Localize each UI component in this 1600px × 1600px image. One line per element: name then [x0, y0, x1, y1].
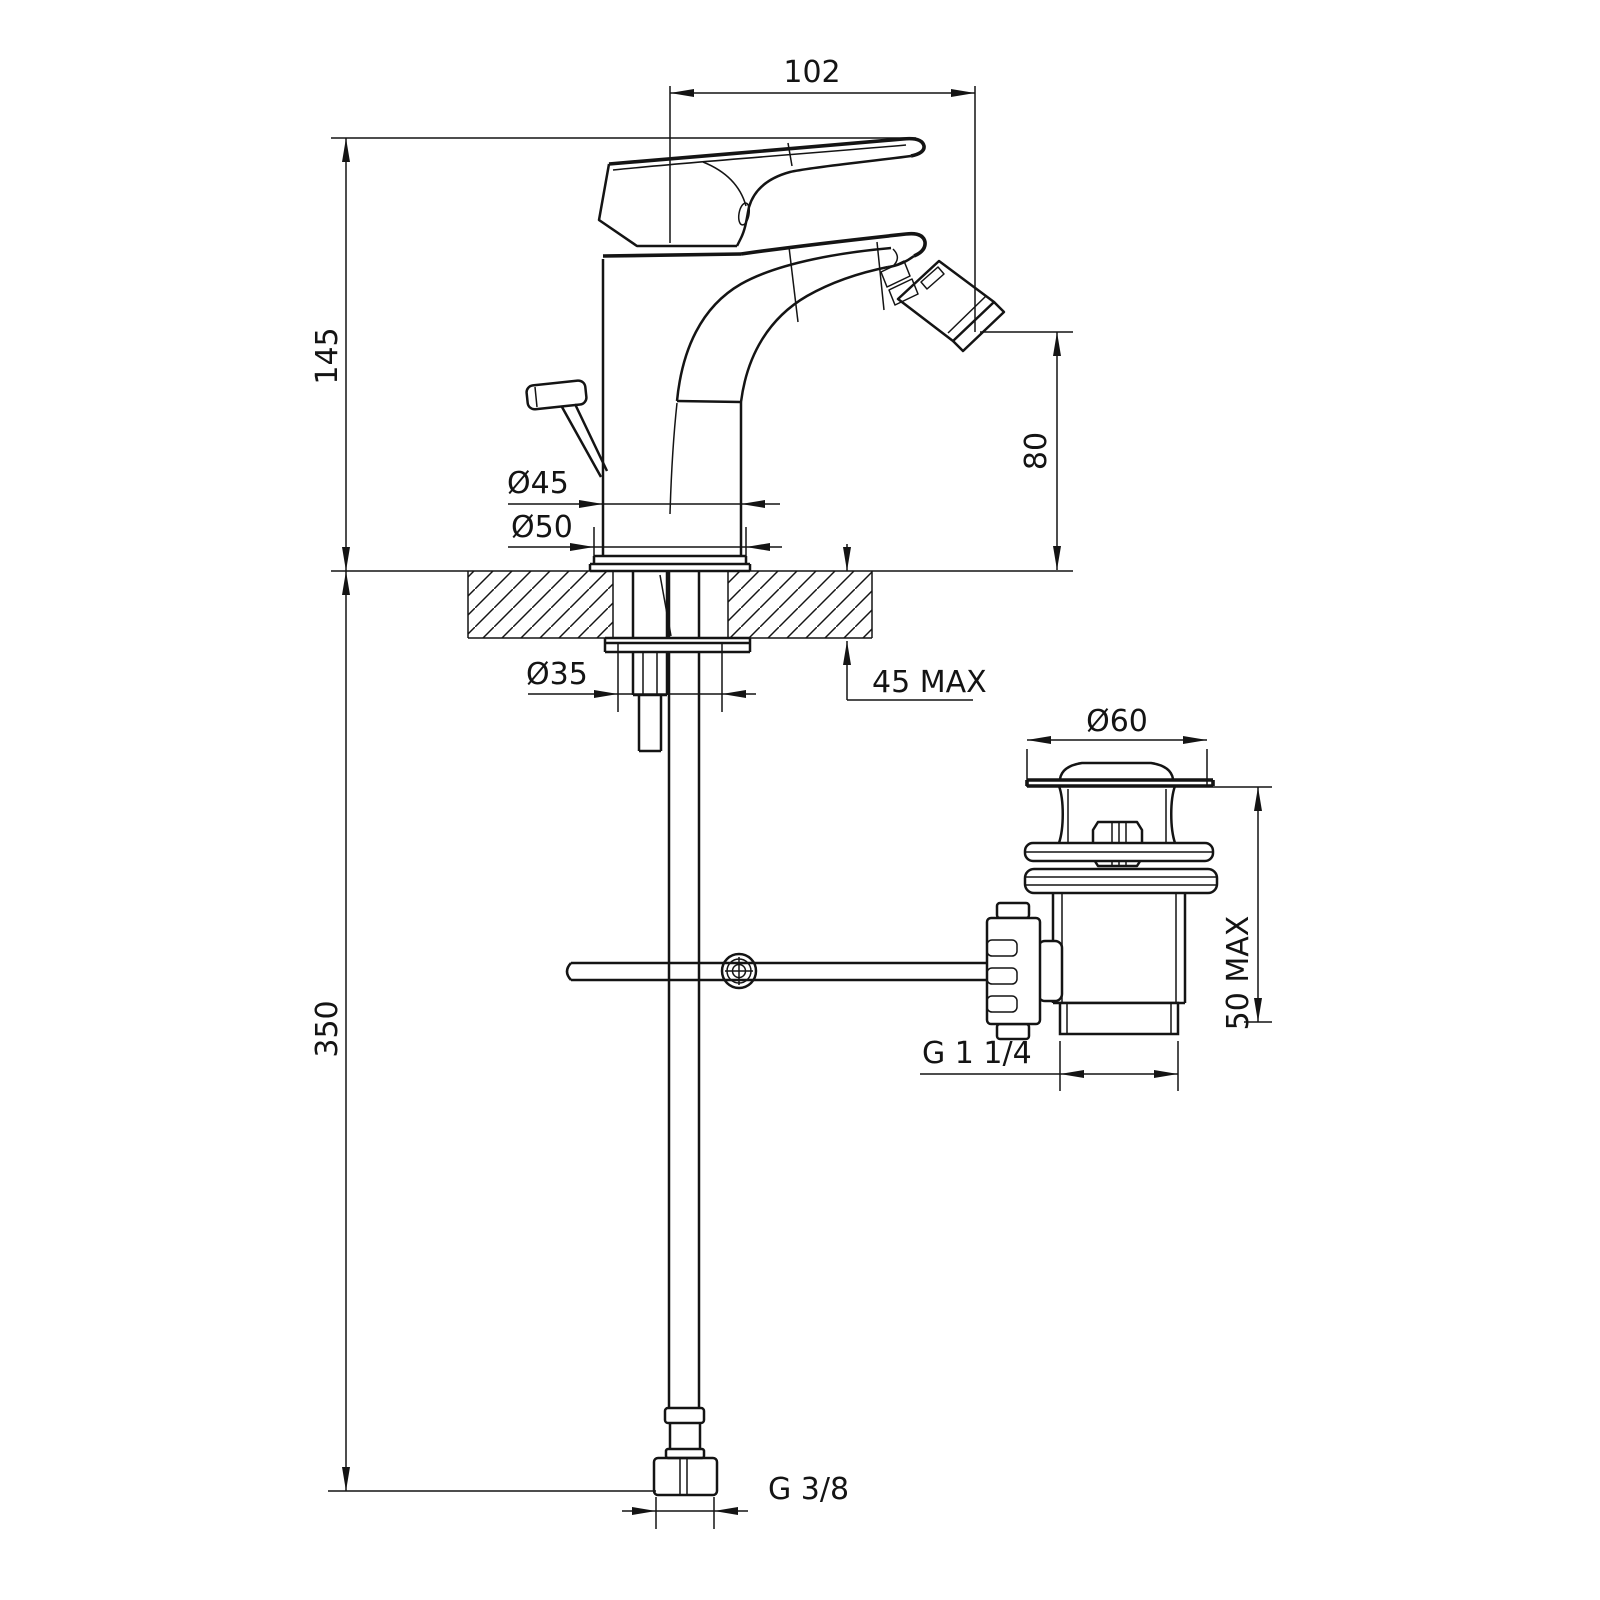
dim-label-g114: G 1 1/4: [922, 1036, 1032, 1071]
pop-up-horizontal-rod: [565, 952, 987, 990]
dim-waste-deck-50max: 50 MAX: [1213, 786, 1272, 1031]
faucet-base-flange: [588, 554, 752, 573]
mounting-hardware: [603, 571, 752, 753]
dim-spout-height-80: 80: [980, 331, 1073, 570]
dim-label-d35: Ø35: [526, 657, 588, 692]
dim-label-d60: Ø60: [1086, 704, 1148, 739]
dim-label-d45: Ø45: [507, 466, 569, 501]
dim-label-350: 350: [310, 1000, 345, 1057]
mounting-nut: [631, 652, 669, 697]
waste-connector-block: [1036, 939, 1064, 1003]
faucet-body-and-spout: [601, 231, 927, 556]
pop-up-waste-assembly: [985, 761, 1219, 1041]
waste-pivot-nut: [985, 901, 1042, 1041]
waste-plug-dome: [1058, 761, 1175, 780]
mounting-washer: [603, 636, 752, 654]
dim-waste-flange-diameter-60: Ø60: [1026, 704, 1208, 787]
dim-supply-thread-g38: G 3/8: [622, 1472, 849, 1529]
rod-clamp-screw: [720, 952, 758, 990]
threaded-stud: [637, 695, 663, 753]
waste-lower-washer: [1023, 867, 1219, 895]
dim-label-145: 145: [310, 327, 345, 384]
hose-end-fitting: [652, 1406, 719, 1497]
pop-up-control-knob: [525, 379, 609, 478]
dim-label-50max: 50 MAX: [1221, 916, 1256, 1031]
dim-base-diameter-50: Ø50: [508, 510, 782, 559]
supply-hose: [652, 571, 719, 1497]
dim-body-diameter-45: Ø45: [507, 466, 780, 508]
bidet-faucet: [525, 136, 1006, 573]
waste-tailpiece: [1058, 1001, 1180, 1036]
dim-hole-diameter-35: Ø35: [526, 642, 756, 712]
faucet-lever-handle: [597, 136, 926, 248]
dim-label-d50: Ø50: [511, 510, 573, 545]
waste-lower-body: [1051, 893, 1187, 1005]
dimensions: 102 145 350 80 Ø45: [310, 55, 1272, 1529]
countertop-hatch-left: [468, 571, 613, 638]
countertop-hatch-right: [728, 571, 872, 638]
dim-deck-thickness-45max: 45 MAX: [843, 544, 987, 701]
dim-label-80: 80: [1019, 432, 1054, 470]
dim-label-45max: 45 MAX: [872, 665, 987, 700]
spout-aerator: [880, 259, 1006, 353]
countertop-cross-section: [331, 570, 1073, 639]
dim-waste-thread-g114: G 1 1/4: [920, 1036, 1179, 1091]
waste-flange-plate: [1025, 778, 1215, 788]
dim-hose-length-350: 350: [310, 571, 656, 1492]
dim-label-102: 102: [783, 55, 840, 90]
waste-upper-washer: [1023, 841, 1215, 863]
dim-spout-reach-102: 102: [669, 55, 976, 332]
dim-body-height-145: 145: [310, 137, 916, 571]
dim-label-g38: G 3/8: [768, 1472, 849, 1507]
